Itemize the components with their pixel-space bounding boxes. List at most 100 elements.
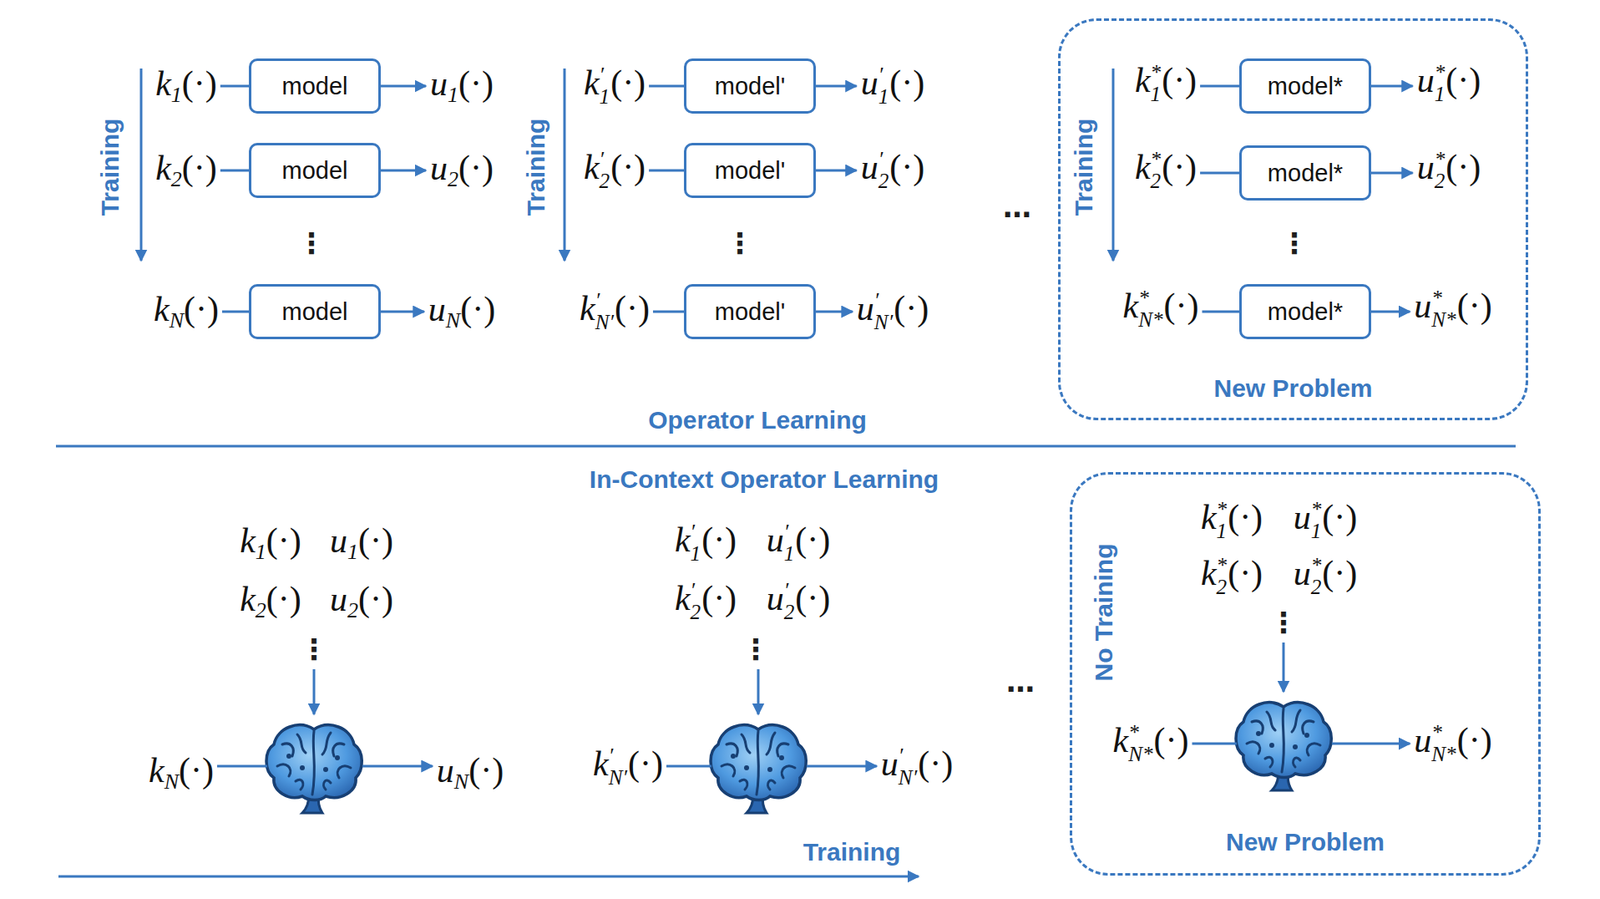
brain-icon bbox=[710, 724, 806, 813]
input-line bbox=[648, 169, 684, 173]
region-title: New Problem bbox=[1225, 827, 1385, 856]
function-label: kN(·) bbox=[153, 291, 219, 332]
section-title: Operator Learning bbox=[648, 405, 867, 435]
context-arrow bbox=[313, 668, 316, 714]
section-divider bbox=[55, 445, 1516, 448]
input-line bbox=[220, 169, 249, 173]
model-box: model' bbox=[683, 58, 816, 114]
function-label: u′1(·) bbox=[766, 521, 831, 566]
function-label: k*1(·) bbox=[1134, 61, 1197, 107]
training-arrow bbox=[563, 68, 567, 261]
axis-label: Training bbox=[1069, 118, 1099, 217]
function-label: uN(·) bbox=[436, 752, 504, 793]
section-title: Training bbox=[803, 837, 902, 866]
input-line bbox=[1200, 172, 1240, 175]
output-arrow bbox=[1371, 172, 1413, 175]
function-label: uN(·) bbox=[428, 291, 496, 332]
function-label: k1(·) bbox=[155, 65, 218, 107]
function-label: u*2(·) bbox=[1417, 148, 1482, 193]
brain-icon bbox=[266, 724, 362, 813]
training-arrow bbox=[140, 68, 143, 261]
function-label: u*1(·) bbox=[1417, 61, 1482, 107]
function-label: k′1(·) bbox=[674, 521, 737, 566]
input-line bbox=[653, 310, 684, 314]
output-arrow bbox=[380, 85, 426, 88]
function-label: kN(·) bbox=[148, 752, 214, 793]
function-label: k1(·) bbox=[239, 522, 302, 563]
section-title: In-Context Operator Learning bbox=[589, 465, 939, 494]
model-box: model bbox=[248, 58, 381, 114]
ellipsis: … bbox=[1006, 664, 1035, 699]
output-arrow bbox=[1371, 85, 1413, 88]
output-arrow bbox=[815, 310, 853, 314]
box-label: model' bbox=[714, 156, 786, 185]
input-line bbox=[217, 764, 268, 768]
box-label: model' bbox=[714, 298, 786, 326]
context-arrow bbox=[1282, 642, 1286, 692]
function-label: u′2(·) bbox=[766, 579, 831, 624]
box-label: model bbox=[282, 156, 349, 185]
output-arrow bbox=[380, 310, 425, 314]
model-box: model bbox=[248, 283, 381, 340]
output-arrow bbox=[1331, 742, 1410, 745]
region-title: New Problem bbox=[1213, 374, 1373, 403]
function-label: u*N*(·) bbox=[1413, 287, 1492, 332]
function-label: u1(·) bbox=[329, 522, 394, 563]
function-label: u*N*(·) bbox=[1413, 721, 1492, 766]
function-label: k′N′(·) bbox=[592, 744, 664, 790]
output-arrow bbox=[1371, 310, 1410, 314]
axis-label: Training bbox=[521, 118, 551, 217]
function-label: u*2(·) bbox=[1293, 554, 1358, 599]
function-label: u′N′(·) bbox=[856, 289, 929, 335]
function-label: u2(·) bbox=[329, 581, 394, 622]
function-label: k2(·) bbox=[155, 150, 218, 191]
problem-region: New Problem model* model* model* bbox=[1058, 18, 1529, 421]
function-label: k′2(·) bbox=[583, 148, 646, 193]
axis-label: No Training bbox=[1089, 543, 1119, 682]
ellipsis: ⋮ bbox=[297, 226, 326, 260]
box-label: model bbox=[282, 298, 349, 326]
function-label: k′N′(·) bbox=[579, 289, 650, 335]
function-label: k*N*(·) bbox=[1122, 287, 1199, 332]
ellipsis: ⋮ bbox=[1269, 605, 1298, 639]
input-line bbox=[222, 310, 249, 314]
input-line bbox=[1200, 85, 1240, 88]
model-box: model* bbox=[1239, 283, 1372, 340]
function-label: k*2(·) bbox=[1134, 148, 1197, 193]
ellipsis: … bbox=[1002, 190, 1032, 224]
model-box: model' bbox=[683, 142, 816, 198]
output-arrow bbox=[806, 764, 877, 768]
model-box: model* bbox=[1239, 58, 1372, 114]
output-arrow bbox=[815, 85, 857, 88]
context-arrow bbox=[757, 668, 760, 714]
model-box: model* bbox=[1239, 145, 1372, 201]
function-label: k2(·) bbox=[239, 581, 302, 622]
output-arrow bbox=[815, 169, 857, 173]
box-label: model* bbox=[1267, 159, 1343, 188]
input-line bbox=[220, 85, 249, 88]
input-line bbox=[1192, 742, 1237, 745]
input-line bbox=[1202, 310, 1240, 314]
function-label: k′1(·) bbox=[583, 64, 646, 109]
function-label: k′2(·) bbox=[674, 579, 737, 624]
ellipsis: ⋮ bbox=[299, 632, 329, 666]
output-arrow bbox=[362, 764, 433, 768]
function-label: u′2(·) bbox=[860, 148, 926, 193]
training-arrow bbox=[1112, 68, 1115, 261]
brain-icon bbox=[1235, 702, 1332, 790]
function-label: u2(·) bbox=[430, 150, 494, 191]
function-label: k*N*(·) bbox=[1112, 721, 1189, 766]
box-label: model* bbox=[1267, 72, 1343, 101]
ellipsis: ⋮ bbox=[741, 632, 770, 666]
model-box: model' bbox=[683, 283, 816, 340]
input-line bbox=[648, 85, 684, 88]
model-box: model bbox=[248, 142, 381, 198]
function-label: k*1(·) bbox=[1200, 498, 1263, 543]
box-label: model' bbox=[714, 72, 786, 101]
output-arrow bbox=[380, 169, 426, 173]
input-line bbox=[666, 764, 712, 768]
function-label: u′N′(·) bbox=[881, 744, 953, 790]
function-label: u1(·) bbox=[430, 65, 494, 107]
function-label: u*1(·) bbox=[1293, 498, 1358, 543]
